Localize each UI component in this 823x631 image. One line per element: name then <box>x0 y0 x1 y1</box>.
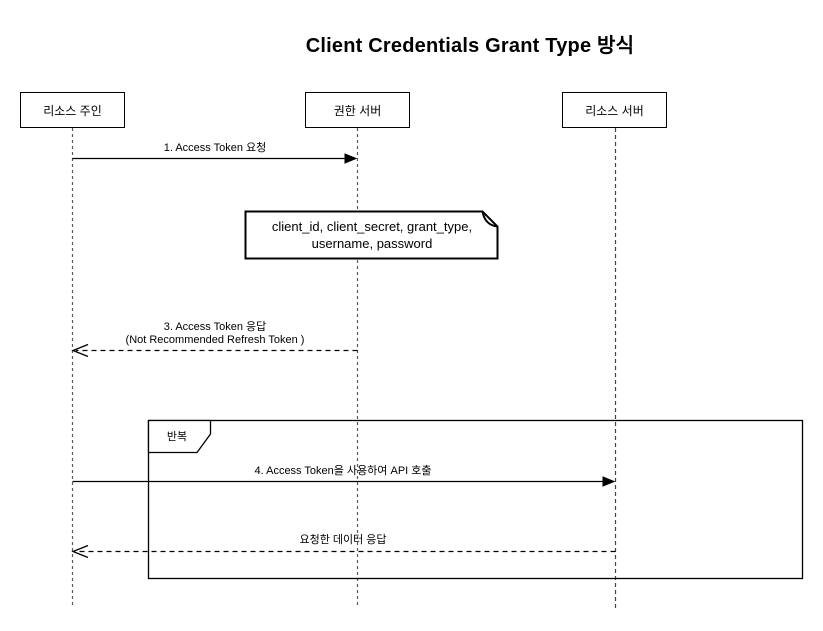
note-text-line2: username, password <box>311 236 433 251</box>
diagram-title: Client Credentials Grant Type 방식 <box>305 35 635 57</box>
actor-box-auth-server: 권한 서버 <box>305 92 410 128</box>
message-3-label-line1: 3. Access Token 응답 <box>163 321 267 333</box>
loop-label-tab <box>147 419 212 454</box>
note-shape <box>244 210 499 260</box>
message-3-label: 3. Access Token 응답 (Not Recommended Refr… <box>65 321 365 347</box>
message-5-open-arrowhead <box>71 544 89 559</box>
message-1-arrowhead <box>344 153 358 164</box>
actor-label-auth-server: 권한 서버 <box>333 103 382 118</box>
note-text: client_id, client_secret, grant_type, us… <box>246 211 498 259</box>
note-text-line1: client_id, client_secret, grant_type, <box>271 219 473 234</box>
loop-box <box>147 419 804 580</box>
actor-label-resource-owner: 리소스 주인 <box>43 103 102 118</box>
message-3-open-arrowhead <box>71 343 89 358</box>
actor-box-resource-owner: 리소스 주인 <box>20 92 125 128</box>
actor-box-resource-server: 리소스 서버 <box>562 92 667 128</box>
message-5-label: 요청한 데이터 응답 <box>299 534 387 546</box>
note-fold <box>481 211 498 228</box>
actor-label-resource-server: 리소스 서버 <box>585 103 644 118</box>
message-4-arrowhead <box>602 476 616 487</box>
message-1-label: 1. Access Token 요청 <box>163 142 267 154</box>
message-4-label: 4. Access Token을 사용하여 API 호출 <box>254 465 432 477</box>
loop-label: 반복 <box>166 431 188 443</box>
message-3-label-line2: (Not Recommended Refresh Token ) <box>125 334 305 346</box>
